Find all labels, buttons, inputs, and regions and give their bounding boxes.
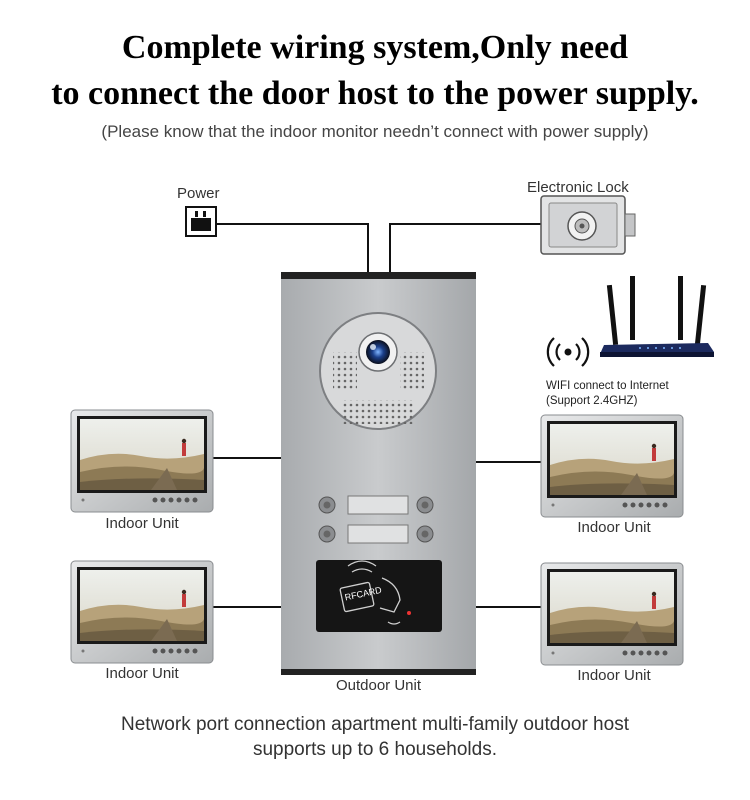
footer-line-2: supports up to 6 households.: [252, 739, 497, 760]
headline-line-2: to connect the door host to the power su…: [51, 75, 699, 112]
indoor-unit-label: Indoor Unit: [105, 665, 179, 682]
router-icon: [600, 276, 714, 357]
footer-note: Network port connection apartment multi-…: [0, 712, 750, 762]
power-adapter-icon: [185, 206, 217, 237]
outdoor-unit-label: Outdoor Unit: [335, 677, 422, 694]
wifi-label-line-1: WIFI connect to Internet: [546, 380, 669, 392]
wifi-signal-icon: [546, 337, 590, 367]
footer-line-1: Network port connection apartment multi-…: [121, 714, 629, 735]
indoor-monitor-top-right: [540, 414, 684, 518]
indoor-monitor-bottom-left: [70, 560, 214, 664]
electronic-lock-label: Electronic Lock: [527, 179, 629, 196]
indoor-monitor-top-left: [70, 409, 214, 513]
wires: [213, 223, 541, 608]
wifi-label-line-2: (Support 2.4GHZ): [546, 395, 638, 407]
indoor-unit-label: Indoor Unit: [577, 519, 651, 536]
electronic-lock-icon: [540, 195, 636, 255]
rfcard-hand-icon: [339, 560, 401, 625]
power-label: Power: [177, 185, 220, 202]
indoor-unit-label: Indoor Unit: [105, 515, 179, 532]
indoor-unit-label: Indoor Unit: [577, 667, 651, 684]
headline-line-1: Complete wiring system,Only need: [121, 29, 629, 66]
outdoor-panel: [281, 272, 476, 675]
indoor-monitor-bottom-right: [540, 562, 684, 666]
subtitle: (Please know that the indoor monitor nee…: [101, 122, 649, 141]
